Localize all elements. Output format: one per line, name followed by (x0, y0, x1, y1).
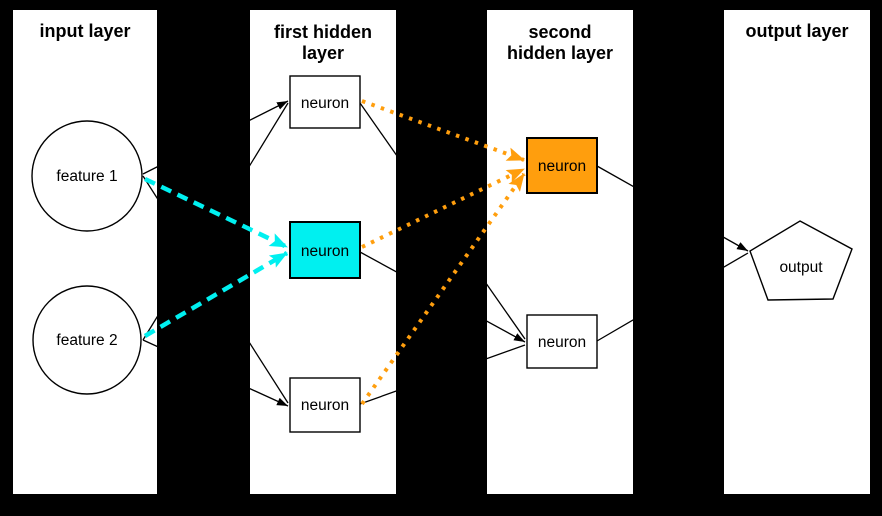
node-hidden1-bottom-label: neuron (301, 397, 349, 414)
second-hidden-layer-title-line1: second (528, 22, 591, 42)
first-hidden-layer-title-line1: first hidden (274, 22, 372, 42)
black-edges (142, 100, 749, 407)
edge-feature2-to-hidden1-bottom (142, 339, 289, 407)
panel-second-hidden-layer (487, 10, 633, 494)
node-hidden1-middle (289, 221, 361, 279)
edge-hidden1-bottom-to-hidden2-top (360, 172, 526, 406)
node-hidden2-top (526, 137, 598, 194)
node-hidden1-bottom (289, 377, 361, 433)
node-hidden2-bottom (526, 314, 598, 369)
node-hidden2-top-label: neuron (538, 158, 586, 175)
edge-feature1-to-hidden1-middle (144, 176, 288, 250)
cyan-edges (143, 176, 289, 338)
edge-hidden1-middle-to-hidden2-bottom (359, 251, 526, 343)
edge-hidden1-top-to-hidden2-bottom (359, 102, 526, 340)
node-hidden1-middle-label: neuron (301, 243, 349, 260)
edge-hidden1-bottom-to-hidden2-bottom (359, 344, 526, 405)
node-output (749, 220, 853, 301)
node-hidden1-top (289, 75, 361, 129)
panel-input-layer (13, 10, 157, 494)
node-hidden2-bottom-label: neuron (538, 334, 586, 351)
orange-edges (360, 99, 526, 406)
edge-feature2-to-hidden1-middle (143, 251, 289, 338)
edge-feature2-to-hidden1-top (142, 102, 289, 341)
edge-feature1-to-hidden1-bottom (142, 175, 289, 404)
edge-feature1-to-hidden1-top (142, 100, 289, 175)
first-hidden-layer-title-line2: layer (302, 43, 344, 63)
node-feature1 (31, 120, 143, 232)
second-hidden-layer-title-line2: hidden layer (507, 43, 613, 63)
node-feature2 (32, 285, 142, 395)
input-layer-title: input layer (39, 21, 130, 41)
node-feature2-label: feature 2 (56, 332, 117, 349)
node-hidden1-top-label: neuron (301, 95, 349, 112)
edge-hidden2-bottom-to-output (596, 252, 749, 342)
output-layer-title: output layer (745, 21, 848, 41)
node-output-label: output (779, 259, 823, 276)
node-feature1-label: feature 1 (56, 168, 117, 185)
edge-hidden2-top-to-output (596, 165, 749, 252)
